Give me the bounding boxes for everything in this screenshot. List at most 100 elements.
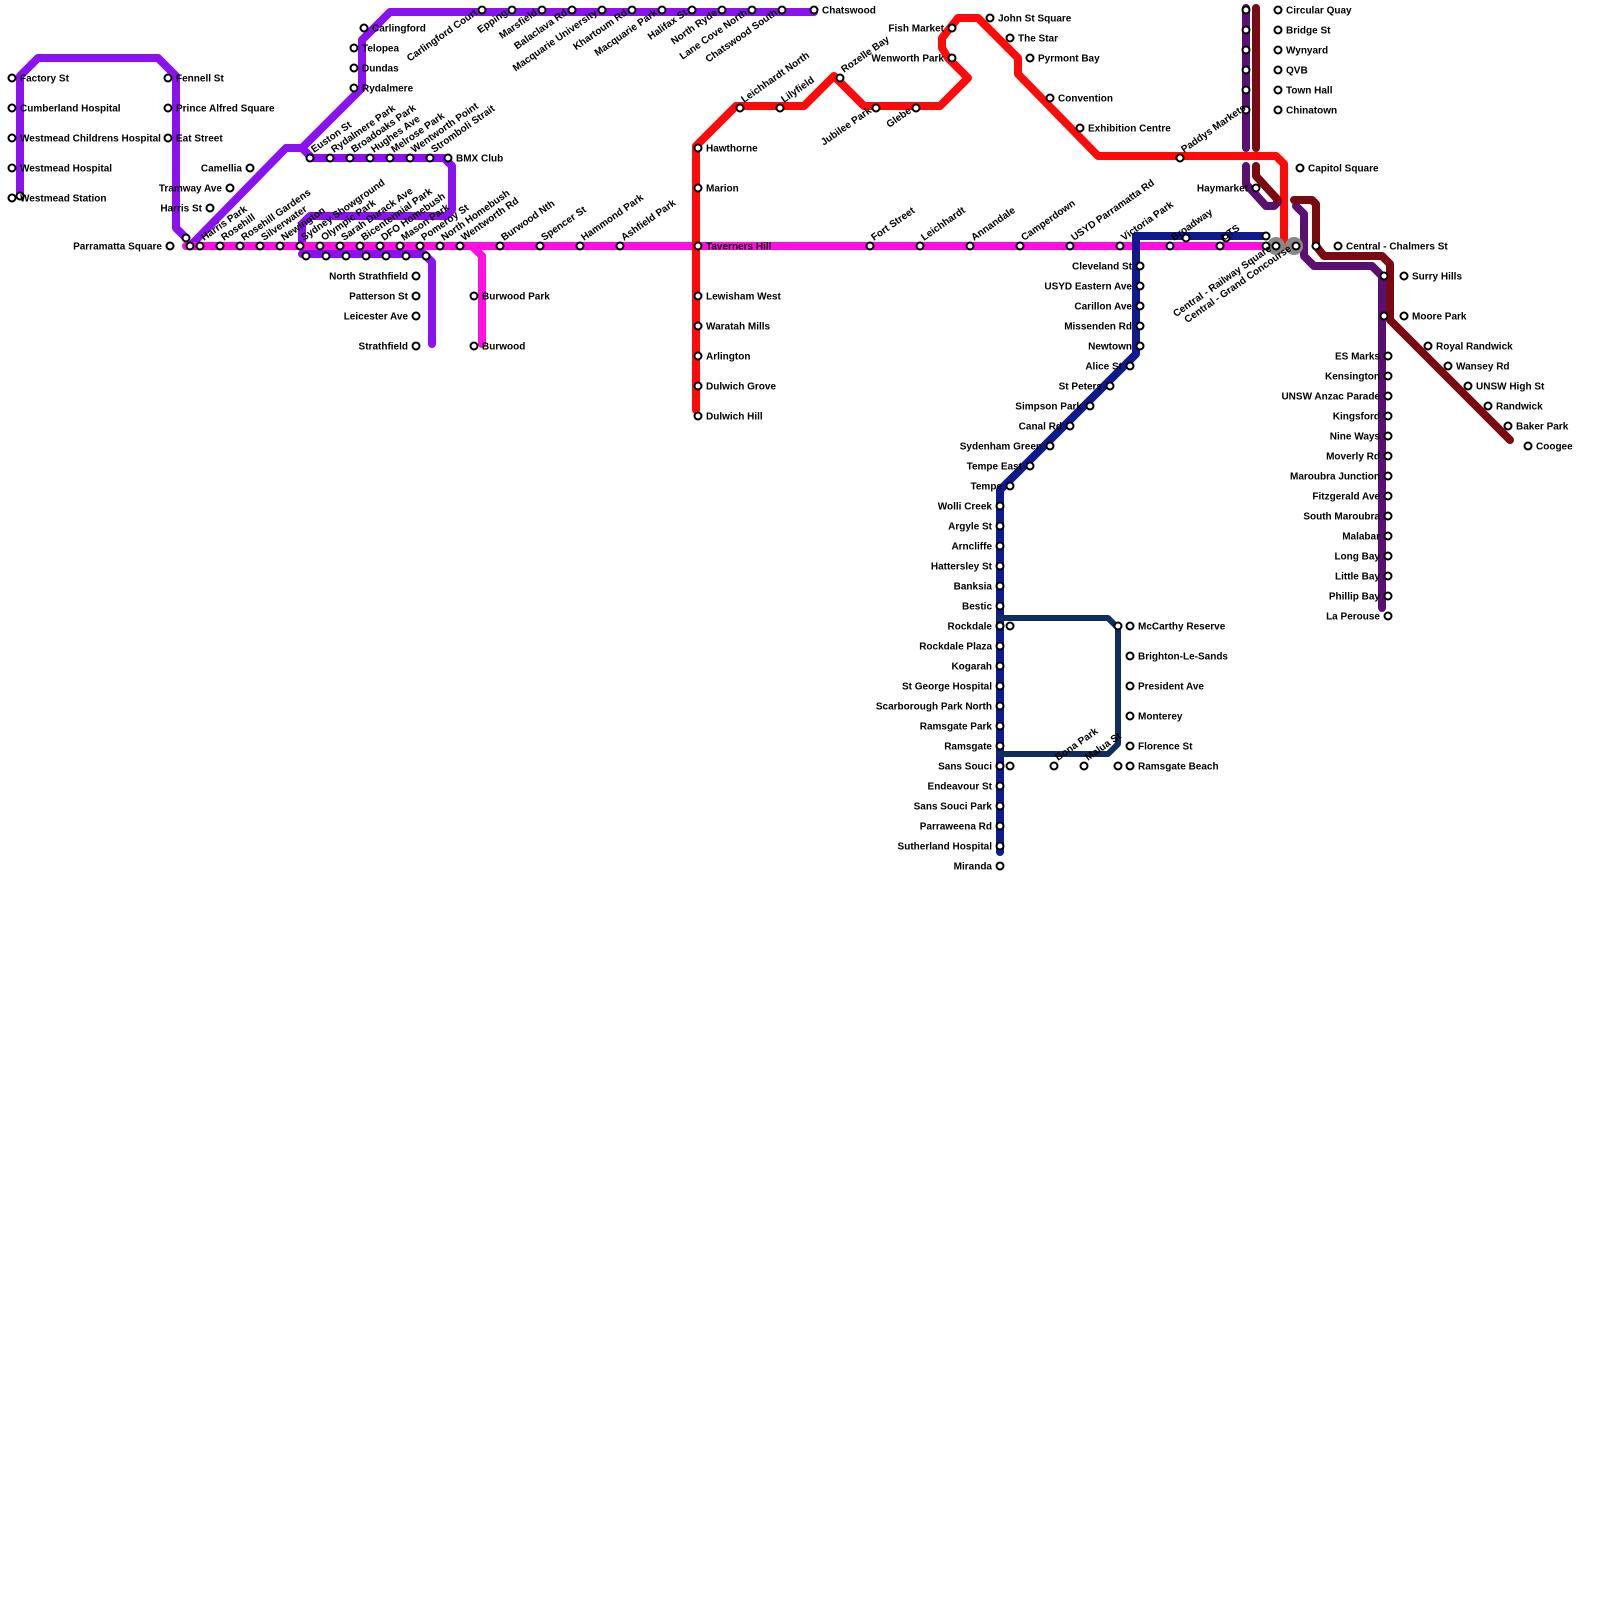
station-ramsgate-park[interactable]	[997, 723, 1004, 730]
station-north-homebush[interactable]	[437, 243, 444, 250]
station-telopea[interactable]	[351, 45, 358, 52]
station-khartoum-rd[interactable]	[629, 7, 636, 14]
station-central-railway-square[interactable]	[1273, 243, 1280, 250]
station-olympic-park[interactable]	[317, 243, 324, 250]
station-rockdale-plaza[interactable]	[997, 643, 1004, 650]
station-carlingford-court[interactable]	[479, 7, 486, 14]
station-coogee[interactable]	[1525, 443, 1532, 450]
station-unsw-high-st[interactable]	[1465, 383, 1472, 390]
station-north-ryde[interactable]	[719, 7, 726, 14]
station-convention[interactable]	[1047, 95, 1054, 102]
station-ashfield-park[interactable]	[617, 243, 624, 250]
station-bmx-club[interactable]	[445, 155, 452, 162]
station-exhibition-centre[interactable]	[1077, 125, 1084, 132]
station-central-chalmers-st[interactable]	[1335, 243, 1342, 250]
station-banksia[interactable]	[997, 583, 1004, 590]
station-dulwich-hill[interactable]	[695, 413, 702, 420]
station-fennell-st[interactable]	[165, 75, 172, 82]
station-newtown[interactable]	[1137, 343, 1144, 350]
station-kingsford[interactable]	[1385, 413, 1392, 420]
station-hammond-park[interactable]	[577, 243, 584, 250]
station-patterson-st[interactable]	[413, 293, 420, 300]
station-cleveland-st[interactable]	[1137, 263, 1144, 270]
station-newington[interactable]	[277, 243, 284, 250]
station-burwood[interactable]	[471, 343, 478, 350]
station-surry-hills[interactable]	[1401, 273, 1408, 280]
station-fitzgerald-ave[interactable]	[1385, 493, 1392, 500]
station-prince-alfred-square[interactable]	[165, 105, 172, 112]
station-st-peters[interactable]	[1107, 383, 1114, 390]
station-usyd-parramatta-rd[interactable]	[1067, 243, 1074, 250]
station-tempe-east[interactable]	[1027, 463, 1034, 470]
station-mccarthy-reserve[interactable]	[1127, 623, 1134, 630]
station-haymarket[interactable]	[1253, 185, 1260, 192]
station-harris-st[interactable]	[207, 205, 214, 212]
station-leicester-ave[interactable]	[413, 313, 420, 320]
station-es-marks[interactable]	[1385, 353, 1392, 360]
station-ramsgate-beach[interactable]	[1127, 763, 1134, 770]
station-fish-market[interactable]	[949, 25, 956, 32]
station-brighton-le-sands[interactable]	[1127, 653, 1134, 660]
station-paddys-markets[interactable]	[1177, 155, 1184, 162]
station-circular-quay[interactable]	[1275, 7, 1282, 14]
station-stromboli-strait[interactable]	[427, 155, 434, 162]
station-bridge-st[interactable]	[1275, 27, 1282, 34]
station-phillip-bay[interactable]	[1385, 593, 1392, 600]
station-alice-st[interactable]	[1127, 363, 1134, 370]
station-scarborough-park-north[interactable]	[997, 703, 1004, 710]
station-carlingford[interactable]	[361, 25, 368, 32]
station-macquarie-park[interactable]	[659, 7, 666, 14]
station-simpson-park[interactable]	[1087, 403, 1094, 410]
station-broadway[interactable]	[1167, 243, 1174, 250]
station-little-bay[interactable]	[1385, 573, 1392, 580]
station-westmead-station[interactable]	[9, 195, 16, 202]
station-parraweena-rd[interactable]	[997, 823, 1004, 830]
station-rydalmere-park[interactable]	[327, 155, 334, 162]
station-randwick[interactable]	[1485, 403, 1492, 410]
station-capitol-square[interactable]	[1297, 165, 1304, 172]
station-marsfield[interactable]	[539, 7, 546, 14]
station-long-bay[interactable]	[1385, 553, 1392, 560]
station-burwood-nth[interactable]	[497, 243, 504, 250]
station-moverly-rd[interactable]	[1385, 453, 1392, 460]
station-wansey-rd[interactable]	[1445, 363, 1452, 370]
station-ramsgate[interactable]	[997, 743, 1004, 750]
station-unsw-anzac-parade[interactable]	[1385, 393, 1392, 400]
station-endeavour-st[interactable]	[997, 783, 1004, 790]
station-town-hall[interactable]	[1275, 87, 1282, 94]
station-uts[interactable]	[1217, 243, 1224, 250]
station-glebe[interactable]	[913, 105, 920, 112]
station-lilyfield[interactable]	[777, 105, 784, 112]
station-camellia[interactable]	[247, 165, 254, 172]
station-kensington[interactable]	[1385, 373, 1392, 380]
station-sutherland-hospital[interactable]	[997, 843, 1004, 850]
station-sydney-showground[interactable]	[297, 243, 304, 250]
station-arncliffe[interactable]	[997, 543, 1004, 550]
station-bestic[interactable]	[997, 603, 1004, 610]
station-john-st-square[interactable]	[987, 15, 994, 22]
station-missenden-rd[interactable]	[1137, 323, 1144, 330]
station-silverwater[interactable]	[257, 243, 264, 250]
station-marion[interactable]	[695, 185, 702, 192]
station-wentworth-rd[interactable]	[457, 243, 464, 250]
station-dundas[interactable]	[351, 65, 358, 72]
station-usyd-eastern-ave[interactable]	[1137, 283, 1144, 290]
station-pomeroy-st[interactable]	[417, 243, 424, 250]
station-eat-street[interactable]	[165, 135, 172, 142]
station-argyle-st[interactable]	[997, 523, 1004, 530]
station-florence-st[interactable]	[1127, 743, 1134, 750]
station-pyrmont-bay[interactable]	[1027, 55, 1034, 62]
station-bona-park[interactable]	[1051, 763, 1058, 770]
station-strathfield[interactable]	[413, 343, 420, 350]
station-moore-park[interactable]	[1401, 313, 1408, 320]
station-nine-ways[interactable]	[1385, 433, 1392, 440]
station-hughes-ave[interactable]	[367, 155, 374, 162]
station-malua-st[interactable]	[1081, 763, 1088, 770]
station-hattersley-st[interactable]	[997, 563, 1004, 570]
station-cumberland-hospital[interactable]	[9, 105, 16, 112]
station-qvb[interactable]	[1275, 67, 1282, 74]
station-wynyard[interactable]	[1275, 47, 1282, 54]
station-waratah-mills[interactable]	[695, 323, 702, 330]
station-broadoaks-park[interactable]	[347, 155, 354, 162]
station-carillon-ave[interactable]	[1137, 303, 1144, 310]
